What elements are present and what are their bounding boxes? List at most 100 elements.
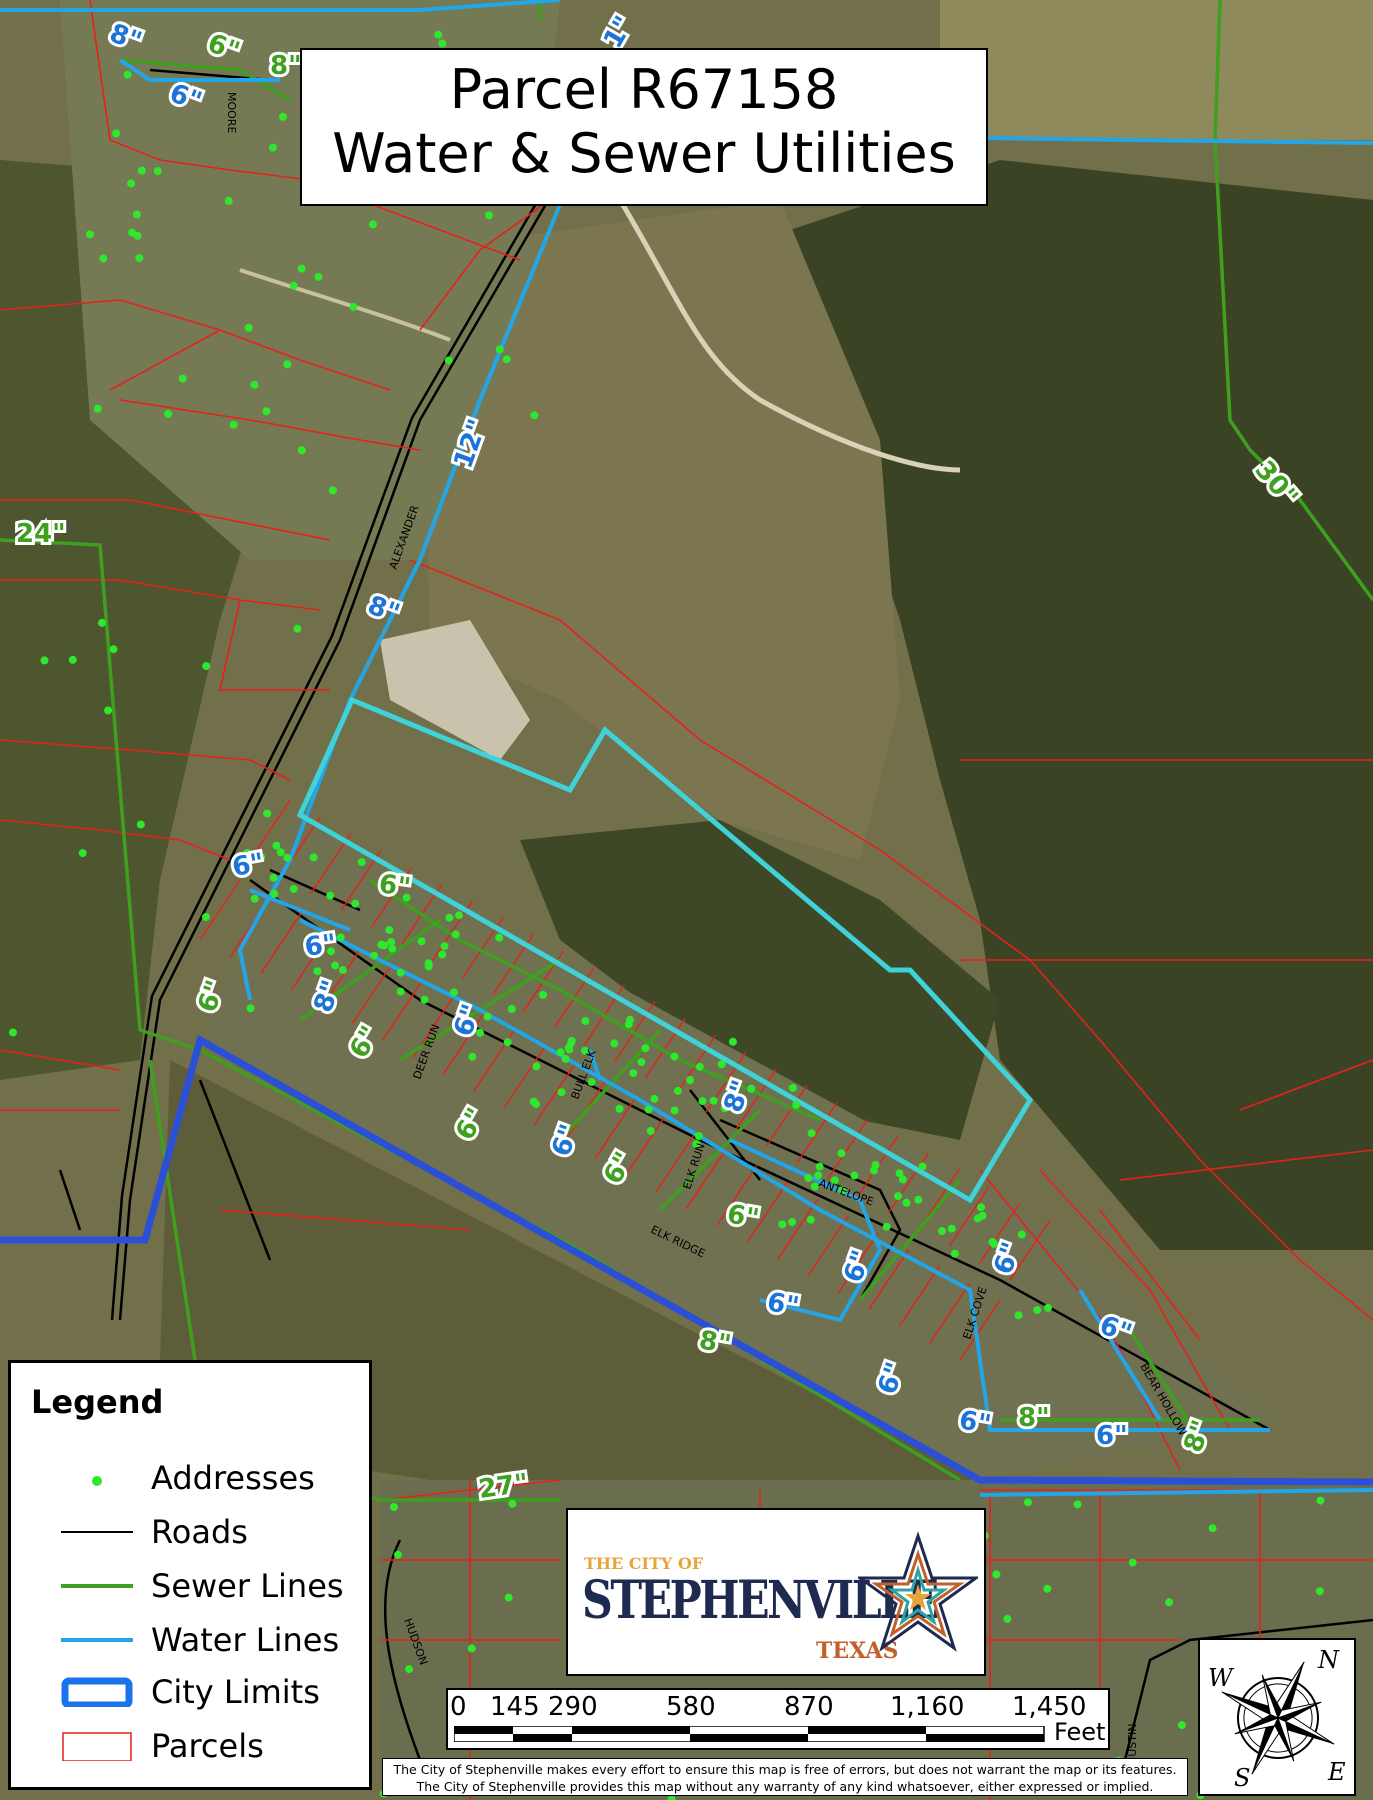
address-dot bbox=[388, 944, 397, 953]
legend-title: Legend bbox=[31, 1383, 164, 1421]
address-dot bbox=[283, 360, 292, 369]
address-dot bbox=[234, 869, 243, 878]
address-dot bbox=[610, 1039, 619, 1048]
address-dot bbox=[850, 1171, 859, 1180]
address-dot bbox=[420, 995, 429, 1004]
sewer-label: 24" bbox=[16, 519, 66, 549]
sewer-subdivision-2 bbox=[298, 918, 442, 1022]
address-dot bbox=[434, 30, 443, 39]
sewer-north bbox=[119, 58, 291, 102]
address-dot bbox=[9, 1028, 17, 1037]
address-dot bbox=[276, 848, 285, 857]
address-dot bbox=[132, 210, 141, 219]
address-dot bbox=[1208, 1524, 1217, 1533]
street-label-moore: MOORE bbox=[225, 92, 238, 133]
sewer-label: 8" bbox=[1018, 1403, 1050, 1433]
green-dot-icon bbox=[92, 1476, 102, 1486]
sewer-trunk-south bbox=[199, 1048, 961, 1482]
address-dot bbox=[136, 820, 145, 829]
address-dot bbox=[424, 962, 433, 971]
address-dot bbox=[830, 1176, 839, 1185]
compass-west-label: W bbox=[1208, 1664, 1233, 1692]
city-limits-layer bbox=[0, 1034, 1373, 1486]
water-label: 6" bbox=[957, 1405, 993, 1440]
address-dot bbox=[93, 404, 102, 413]
address-dot bbox=[581, 1046, 589, 1055]
address-dot bbox=[565, 1045, 574, 1054]
address-dot bbox=[895, 1169, 904, 1178]
address-dot bbox=[314, 272, 323, 281]
address-dot bbox=[694, 1132, 703, 1140]
address-dot bbox=[338, 966, 347, 975]
address-dot bbox=[1315, 1587, 1324, 1596]
black-line-icon bbox=[61, 1531, 133, 1533]
lot-line bbox=[625, 1114, 667, 1176]
address-dot bbox=[747, 1084, 756, 1093]
water-north bbox=[0, 0, 561, 12]
address-dot bbox=[445, 913, 454, 922]
address-dot bbox=[902, 1198, 911, 1207]
address-dot bbox=[417, 937, 426, 946]
pasture-east bbox=[940, 0, 1373, 140]
address-dot bbox=[1001, 1242, 1010, 1251]
address-dot bbox=[250, 380, 259, 389]
address-dot bbox=[692, 1140, 701, 1149]
compass-north-label: N bbox=[1318, 1646, 1339, 1674]
address-dot bbox=[556, 1048, 565, 1057]
address-dot bbox=[485, 211, 493, 220]
city-logo: THE CITY OF STEPHENVILLE TEXAS bbox=[566, 1508, 986, 1676]
address-dot bbox=[695, 1062, 704, 1071]
sewer-24in bbox=[0, 538, 201, 1052]
address-dot bbox=[309, 853, 318, 862]
address-dot bbox=[529, 1097, 538, 1106]
lot-line bbox=[777, 1198, 819, 1260]
scale-bar-graphic bbox=[454, 1726, 1045, 1742]
address-dot bbox=[246, 1004, 255, 1013]
legend-item-roads: Roads bbox=[51, 1507, 371, 1557]
address-dot bbox=[530, 411, 539, 420]
address-dot bbox=[327, 947, 335, 956]
elk-ridge-road bbox=[249, 878, 1271, 1432]
address-dot bbox=[561, 1054, 570, 1063]
street-label-justin: JUSTIN bbox=[1126, 1724, 1139, 1761]
address-dot bbox=[331, 961, 340, 970]
address-dot bbox=[476, 1028, 484, 1037]
legend-item-sewer-lines: Sewer Lines bbox=[51, 1561, 371, 1611]
address-dot bbox=[557, 1088, 566, 1097]
north-arrow: N E S W bbox=[1198, 1638, 1356, 1796]
address-dot bbox=[495, 345, 504, 354]
address-dot bbox=[810, 1182, 819, 1191]
water-antelope bbox=[729, 1138, 883, 1323]
address-dot bbox=[992, 1570, 1001, 1579]
lot-line bbox=[249, 799, 291, 861]
water-south bbox=[979, 1488, 1373, 1497]
address-dot bbox=[269, 873, 278, 882]
address-dot bbox=[1316, 1496, 1325, 1505]
address-dot bbox=[539, 990, 548, 999]
address-dot bbox=[1177, 1721, 1186, 1730]
green-line-icon bbox=[61, 1584, 133, 1588]
address-dot bbox=[1003, 1614, 1012, 1623]
address-dot bbox=[950, 1249, 959, 1258]
address-dot bbox=[104, 706, 113, 715]
sewer-lines-layer bbox=[0, 0, 1373, 1502]
address-dot bbox=[495, 933, 504, 942]
subject-parcel-r67158[interactable] bbox=[296, 696, 1034, 1204]
blue-outline-box-icon bbox=[61, 1677, 133, 1707]
address-dot bbox=[109, 645, 118, 654]
logo-prefix: THE CITY OF bbox=[584, 1554, 704, 1573]
lot-line bbox=[655, 1131, 697, 1193]
water-elk-ridge bbox=[299, 918, 1270, 1432]
sewer-label: 6" bbox=[725, 1199, 761, 1234]
map-title-box: Parcel R67158 Water & Sewer Utilities bbox=[300, 48, 988, 206]
lot-line bbox=[827, 1118, 869, 1180]
address-dot bbox=[396, 968, 405, 977]
address-dot bbox=[1043, 1303, 1052, 1312]
sewer-label: 6" bbox=[377, 869, 413, 903]
address-dot bbox=[730, 1098, 739, 1107]
compass-east-label: E bbox=[1328, 1758, 1346, 1786]
address-dot bbox=[566, 1039, 575, 1048]
scale-tick-label: 0 bbox=[450, 1692, 467, 1722]
address-dot bbox=[467, 1644, 476, 1653]
scale-tick-label: 290 bbox=[548, 1692, 598, 1722]
